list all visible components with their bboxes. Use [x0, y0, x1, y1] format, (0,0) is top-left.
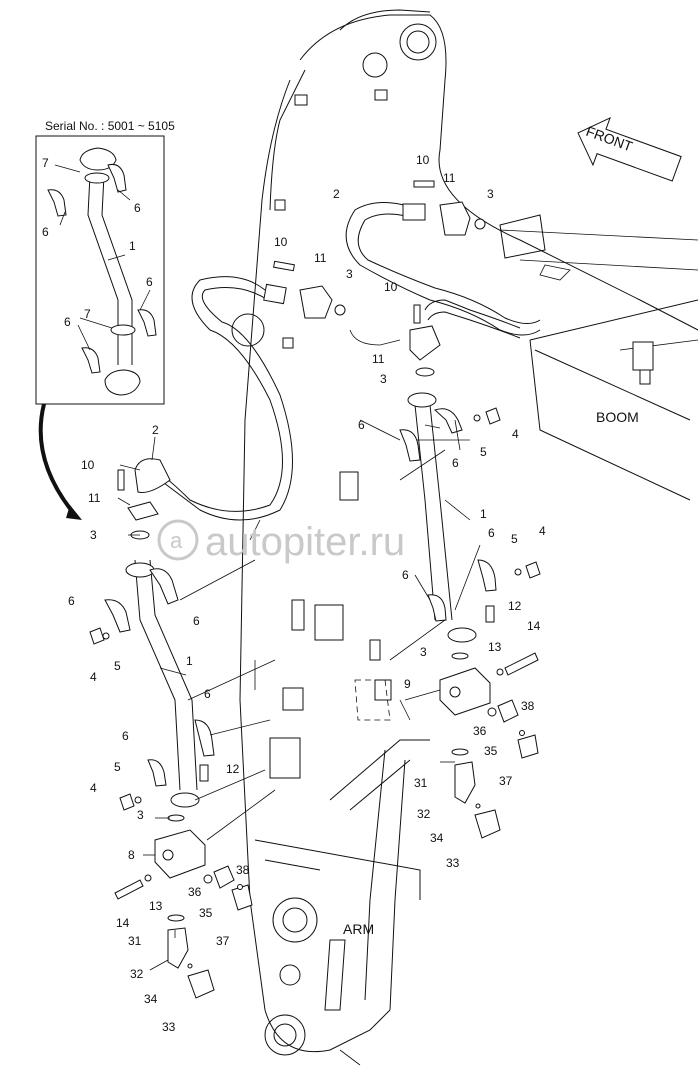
- callout-6: 6: [42, 225, 49, 239]
- callout-38: 38: [236, 863, 250, 877]
- callout-14: 14: [116, 916, 130, 930]
- arm-label: ARM: [343, 921, 374, 937]
- callout-37: 37: [499, 774, 513, 788]
- callout-32: 32: [130, 967, 144, 981]
- callout-5: 5: [511, 532, 518, 546]
- callout-35: 35: [484, 744, 498, 758]
- callout-3: 3: [380, 372, 387, 386]
- callout-3: 3: [137, 808, 144, 822]
- callout-38: 38: [521, 699, 535, 713]
- callout-11: 11: [443, 171, 456, 185]
- callout-2: 2: [333, 187, 340, 201]
- callout-3: 3: [90, 528, 97, 542]
- callout-6: 6: [68, 594, 75, 608]
- callout-31: 31: [128, 934, 142, 948]
- callout-34: 34: [430, 831, 444, 845]
- callout-13: 13: [488, 640, 502, 654]
- callout-36: 36: [473, 724, 487, 738]
- callout-3: 3: [487, 187, 494, 201]
- callout-6: 6: [204, 687, 211, 701]
- callout-31: 31: [414, 776, 428, 790]
- callout-36: 36: [188, 885, 202, 899]
- callout-12: 12: [508, 599, 522, 613]
- callout-7: 7: [42, 156, 49, 170]
- callout-12: 12: [226, 762, 240, 776]
- callout-4: 4: [539, 524, 546, 538]
- callout-10: 10: [81, 458, 95, 472]
- callout-10: 10: [274, 235, 288, 249]
- callout-34: 34: [144, 992, 158, 1006]
- callout-33: 33: [446, 856, 460, 870]
- callout-33: 33: [162, 1020, 176, 1034]
- svg-text:a: a: [170, 528, 183, 553]
- callout-1: 1: [480, 507, 487, 521]
- callout-11: 11: [88, 491, 101, 505]
- callout-5: 5: [114, 659, 121, 673]
- watermark: a autopiter.ru: [157, 519, 405, 564]
- callout-2: 2: [152, 423, 159, 437]
- callout-5: 5: [480, 445, 487, 459]
- callout-6: 6: [488, 526, 495, 540]
- callout-13: 13: [149, 899, 163, 913]
- callout-3: 3: [346, 267, 353, 281]
- left-hose-assembly: [89, 260, 346, 999]
- callout-9: 9: [404, 677, 411, 691]
- right-hose-assembly: [345, 180, 541, 839]
- callout-1: 1: [129, 239, 136, 253]
- callout-35: 35: [199, 906, 213, 920]
- callout-6: 6: [134, 201, 141, 215]
- callout-3: 3: [420, 645, 427, 659]
- callout-4: 4: [512, 427, 519, 441]
- callout-1: 1: [186, 654, 193, 668]
- front-direction-arrow: [577, 116, 682, 182]
- callout-10: 10: [384, 280, 398, 294]
- callout-6: 6: [452, 456, 459, 470]
- callout-5: 5: [114, 760, 121, 774]
- callout-32: 32: [417, 807, 431, 821]
- callout-4: 4: [90, 781, 97, 795]
- serial-inset: [35, 135, 165, 520]
- callout-10: 10: [416, 153, 430, 167]
- callout-11: 11: [314, 251, 327, 265]
- callout-6: 6: [64, 315, 71, 329]
- callout-6: 6: [402, 568, 409, 582]
- callout-6: 6: [358, 418, 365, 432]
- watermark-text: autopiter.ru: [205, 520, 405, 564]
- callout-6: 6: [193, 614, 200, 628]
- callout-6: 6: [146, 275, 153, 289]
- callout-14: 14: [527, 619, 541, 633]
- callout-7: 7: [84, 307, 91, 321]
- callout-11: 11: [372, 352, 385, 366]
- callout-37: 37: [216, 934, 230, 948]
- callout-8: 8: [128, 848, 135, 862]
- arm-structure: [249, 519, 430, 1066]
- inset-serial-label: Serial No. : 5001 ~ 5105: [45, 119, 175, 133]
- callout-6: 6: [122, 729, 129, 743]
- callout-4: 4: [90, 670, 97, 684]
- boom-structure: [231, 9, 698, 1011]
- boom-label: BOOM: [596, 409, 639, 425]
